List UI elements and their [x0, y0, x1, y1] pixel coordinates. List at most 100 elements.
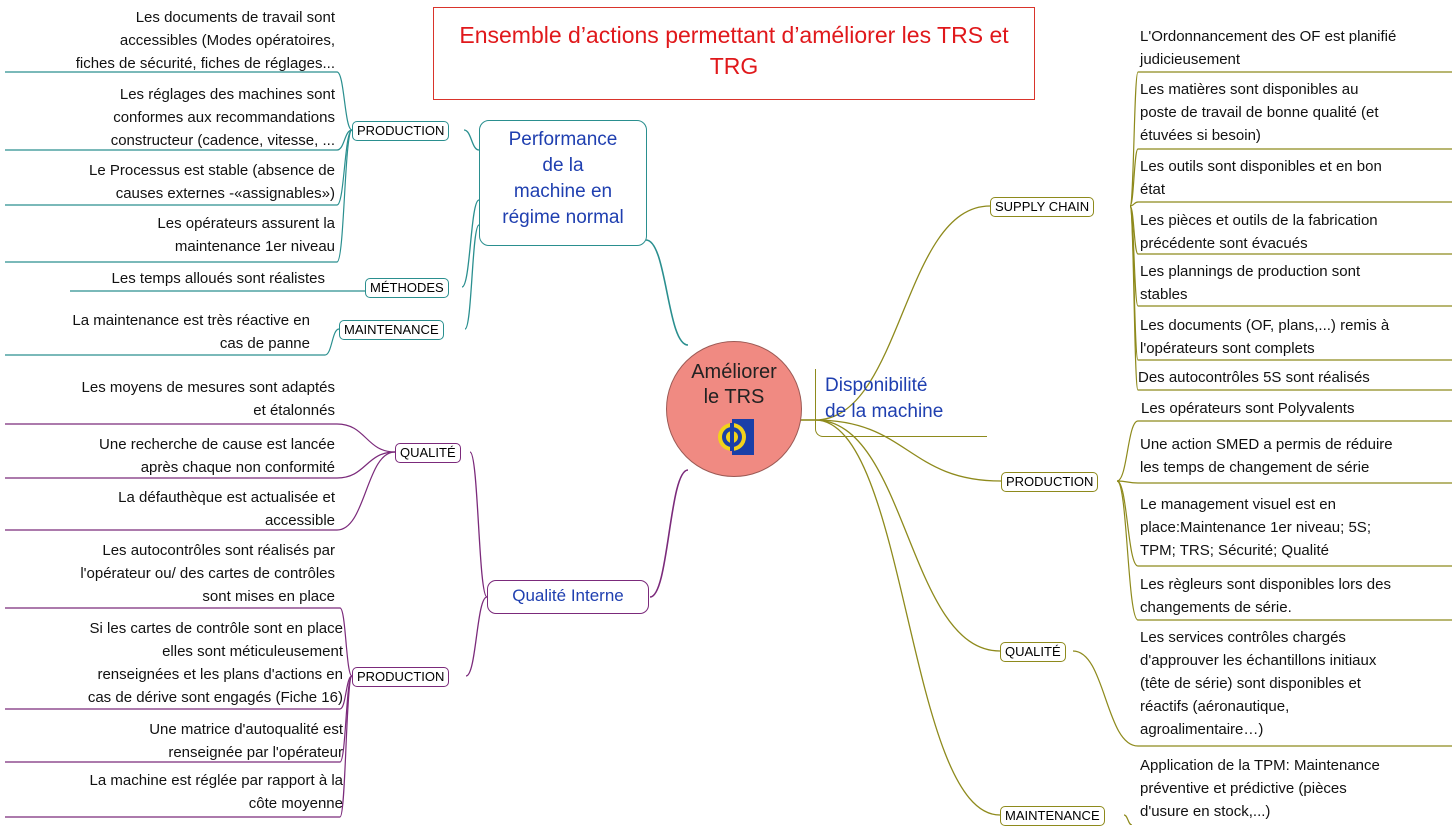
subbranch-performance-methodes: MÉTHODES — [365, 278, 449, 298]
leaf-line: Une recherche de cause est lancée — [99, 436, 335, 453]
connector-sub-leaf — [1129, 205, 1139, 391]
leaf-item: Les plannings de production sont stables — [1140, 260, 1452, 306]
branch-disponibilite-line: de la machine — [825, 401, 944, 422]
leaf-line: conformes aux recommandations — [113, 109, 335, 126]
leaf-line: Les opérateurs assurent la — [157, 215, 335, 232]
leaf-line: judicieusement — [1140, 51, 1241, 68]
leaf-line: causes externes -«assignables») — [115, 185, 335, 202]
leaf-line: Les documents de travail sont — [135, 9, 335, 26]
leaf-line: cas de dérive sont engagés (Fiche 16) — [87, 689, 343, 706]
leaf-line: La maintenance est très réactive en — [72, 312, 310, 329]
leaf-line: agroalimentaire…) — [1140, 721, 1264, 738]
leaf-item: Une matrice d'autoqualité est renseignée… — [0, 718, 343, 764]
connector-sub-leaf — [1129, 71, 1139, 207]
leaf-line: Les autocontrôles sont réalisés par — [102, 542, 335, 559]
branch-disponibilite: Disponibilité de la machine — [815, 369, 987, 437]
subbranch-performance-maintenance: MAINTENANCE — [339, 320, 444, 340]
leaf-line: Les services contrôles chargés — [1140, 629, 1346, 646]
leaf-line: côte moyenne — [248, 795, 343, 812]
connector-sub-leaf — [336, 423, 396, 453]
leaf-line: renseignées et les plans d'actions en — [97, 666, 343, 683]
leaf-line: Application de la TPM: Maintenance — [1140, 757, 1380, 774]
connector-sub-leaf — [336, 451, 396, 479]
leaf-item: La maintenance est très réactive en cas … — [0, 309, 310, 355]
leaf-item: Les opérateurs assurent la maintenance 1… — [0, 212, 335, 258]
leaf-line: Les temps alloués sont réalistes — [111, 270, 325, 287]
leaf-line: constructeur (cadence, vitesse, ... — [110, 132, 335, 149]
connector-sub-leaf — [1072, 650, 1139, 747]
subbranch-disponibilite-supply-chain: SUPPLY CHAIN — [990, 197, 1095, 217]
leaf-item: Les règleurs sont disponibles lors des c… — [1140, 573, 1452, 619]
leaf-item: Les moyens de mesures sont adaptés et ét… — [0, 376, 335, 422]
leaf-line: Une matrice d'autoqualité est — [149, 721, 343, 738]
leaf-line: (tête de série) sont disponibles et — [1140, 675, 1361, 692]
leaf-line: La défauthèque est actualisée et — [118, 489, 335, 506]
leaf-line: Les opérateurs sont Polyvalents — [1141, 400, 1355, 417]
connector-sub-leaf — [1129, 148, 1139, 207]
branch-performance-line: régime normal — [502, 207, 624, 228]
leaf-item: Les autocontrôles sont réalisés par l'op… — [0, 539, 335, 608]
leaf-line: Les plannings de production sont — [1140, 263, 1361, 280]
leaf-line: l'opérateurs sont complets — [1140, 340, 1315, 357]
leaf-line: L'Ordonnancement des OF est planifié — [1140, 28, 1397, 45]
leaf-item: La défauthèque est actualisée et accessi… — [0, 486, 335, 532]
leaf-line: réactifs (aéronautique, — [1140, 698, 1290, 715]
leaf-line: stables — [1140, 286, 1188, 303]
central-node: Améliorer le TRS — [666, 341, 802, 477]
connector-center-qualite — [649, 469, 689, 598]
central-node-line: Améliorer — [691, 361, 777, 383]
leaf-item: Une recherche de cause est lancée après … — [0, 433, 335, 479]
connector-sub-leaf — [339, 607, 353, 677]
leaf-item: Des autocontrôles 5S sont réalisés — [1138, 366, 1450, 389]
leaf-line: Les matières sont disponibles au — [1140, 81, 1359, 98]
subbranch-disponibilite-production: PRODUCTION — [1001, 472, 1099, 492]
connector-branch-sub — [814, 419, 1002, 482]
leaf-item: La machine est réglée par rapport à la c… — [0, 769, 343, 815]
leaf-line: Les règleurs sont disponibles lors des — [1140, 576, 1391, 593]
leaf-item: Si les cartes de contrôle sont en place … — [0, 617, 343, 709]
leaf-line: Une action SMED a permis de réduire — [1140, 436, 1393, 453]
branch-performance-line: Performance — [508, 129, 618, 150]
leaf-line: TPM; TRS; Sécurité; Qualité — [1140, 542, 1329, 559]
leaf-item: Les temps alloués sont réalistes — [0, 267, 325, 290]
leaf-item: Les services contrôles chargés d'approuv… — [1140, 626, 1452, 741]
leaf-line: précédente sont évacués — [1140, 235, 1308, 252]
connector-branch-sub — [814, 419, 1001, 816]
leaf-line: Les moyens de mesures sont adaptés — [81, 379, 335, 396]
leaf-line: accessible — [264, 512, 335, 529]
leaf-item: Les pièces et outils de la fabrication p… — [1140, 209, 1452, 255]
leaf-item: Les outils sont disponibles et en bon ét… — [1140, 155, 1452, 201]
leaf-item: Les opérateurs sont Polyvalents — [1141, 397, 1453, 420]
connector-sub-leaf — [1123, 814, 1133, 825]
connector-branch-sub — [465, 596, 488, 677]
connector-sub-leaf — [1116, 420, 1139, 482]
connector-branch-sub — [469, 451, 488, 598]
leaf-item: Les documents de travail sont accessible… — [0, 6, 335, 75]
leaf-line: accessibles (Modes opératoires, — [119, 32, 335, 49]
branch-qualite-interne: Qualité Interne — [487, 580, 649, 614]
leaf-line: maintenance 1er niveau — [174, 238, 335, 255]
leaf-line: changements de série. — [1140, 599, 1292, 616]
leaf-line: Les réglages des machines sont — [119, 86, 335, 103]
leaf-line: après chaque non conformité — [140, 459, 335, 476]
leaf-line: place:Maintenance 1er niveau; 5S; — [1140, 519, 1371, 536]
leaf-line: sont mises en place — [202, 588, 335, 605]
central-node-line: le TRS — [703, 386, 765, 408]
leaf-line: Le management visuel est en — [1140, 496, 1336, 513]
leaf-line: poste de travail de bonne qualité (et — [1140, 104, 1379, 121]
connector-sub-leaf — [1116, 480, 1139, 621]
leaf-line: La machine est réglée par rapport à la — [89, 772, 343, 789]
connector-branch-sub — [814, 205, 991, 421]
branch-performance-line: de la — [542, 155, 584, 176]
leaf-item: Application de la TPM: Maintenance préve… — [1140, 754, 1452, 823]
connector-branch-sub — [464, 224, 480, 330]
leaf-line: préventive et prédictive (pièces — [1140, 780, 1347, 797]
connector-sub-leaf — [339, 675, 353, 818]
connector-branch-sub — [814, 419, 1001, 652]
connector-sub-leaf — [336, 451, 396, 531]
leaf-line: elles sont méticuleusement — [162, 643, 343, 660]
subbranch-performance-production: PRODUCTION — [352, 121, 450, 141]
leaf-line: état — [1140, 181, 1166, 198]
leaf-line: Les documents (OF, plans,...) remis à — [1140, 317, 1390, 334]
